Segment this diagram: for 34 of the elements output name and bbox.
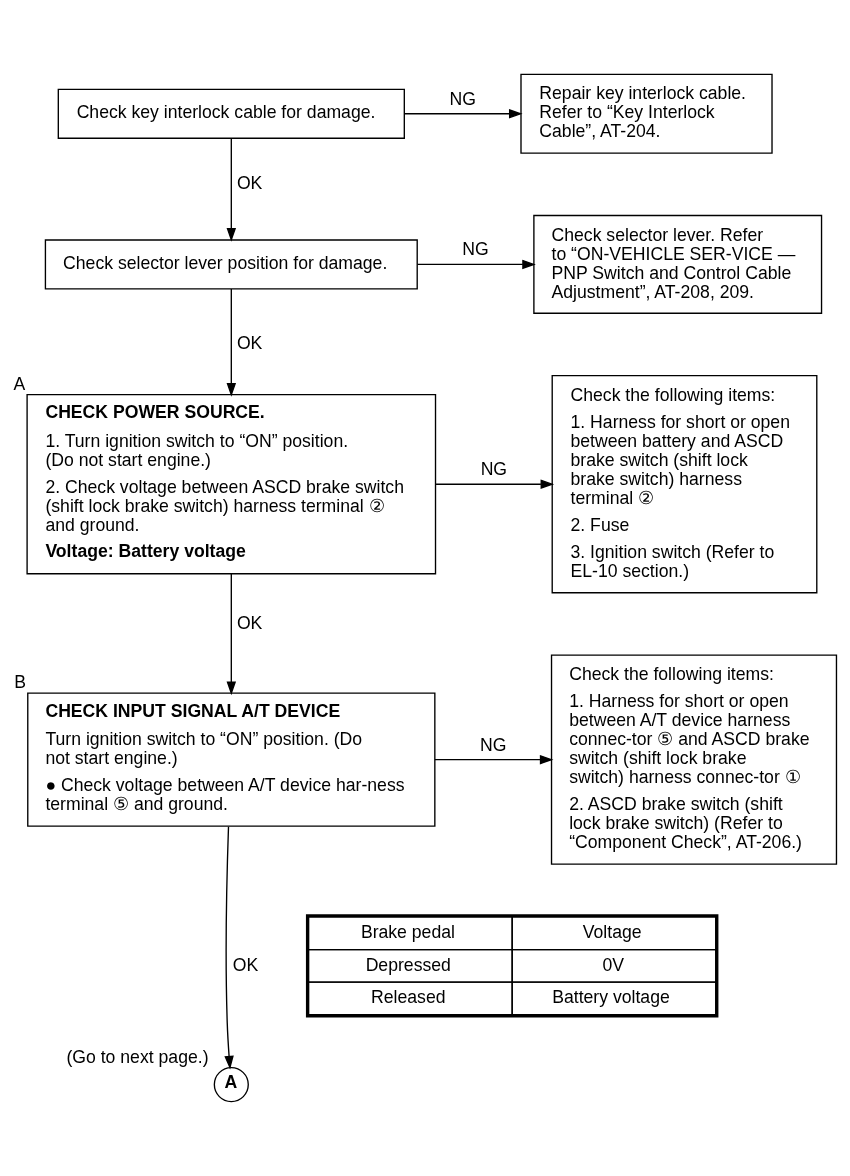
node-box: Check the following items: 1. Harness for short or open between A/T device harness connec-tor ⑤ and ASCD brake switch (shift lock brake switch) harness connec-tor ① 2. ASCD brake switch (shift lock brake switch) (Refer to “Component Check”, AT-206.) — [550, 654, 838, 865]
label: Voltage — [582, 921, 642, 942]
edge-label: OK — [232, 954, 259, 975]
edge-label: NG — [449, 88, 476, 109]
node-box: CHECK INPUT SIGNAL A/T DEVICE Turn ignition switch to “ON” position. (Do not start engine.) ● Check voltage between A/T device har-ness terminal ⑤ and ground. — [27, 692, 436, 827]
edge-label: OK — [236, 172, 263, 193]
node-label: A — [13, 373, 26, 394]
arrow — [416, 259, 536, 270]
node-box: Check the following items: 1. Harness for short or open between battery and ASCD brake switch (shift lock brake switch) harness terminal ② 2. Fuse 3. Ignition switch (Refer to EL-10 section.) — [551, 374, 818, 594]
node-label: B — [14, 672, 26, 693]
edge-label: OK — [236, 612, 263, 633]
edge-label: OK — [236, 333, 263, 354]
node-box: CHECK POWER SOURCE. 1. Turn ignition switch to “ON” position. (Do not start engine.) 2. Check voltage between ASCD brake switch (shift lock brake switch) harness terminal ② and ground. Voltage: Battery voltage — [26, 393, 437, 575]
node-circle: A — [213, 1066, 249, 1103]
node-box: Check selector lever. Refer to “ON-VEHICLE SER-VICE — PNP Switch and Control Cable Adjustment”, AT-208, 209. — [533, 214, 823, 314]
edge-label: NG — [480, 459, 508, 480]
arrow — [226, 137, 237, 242]
arrow — [226, 288, 237, 397]
arrow — [435, 479, 555, 489]
label: Depressed — [365, 954, 451, 975]
label: Battery voltage — [552, 987, 670, 1008]
label: Brake pedal — [360, 921, 455, 942]
node-box: Check key interlock cable for damage. — [57, 88, 405, 139]
node-label: (Go to next page.) — [66, 1046, 209, 1067]
node-box: Repair key interlock cable. Refer to “Key Interlock Cable”, AT-204. — [520, 73, 773, 154]
arrow — [403, 109, 523, 119]
node-box: Check selector lever position for damage. — [44, 239, 418, 290]
label: 0V — [602, 954, 624, 975]
edge-label: NG — [462, 239, 489, 260]
arrow — [434, 754, 554, 765]
label: Released — [371, 987, 446, 1008]
arrow — [226, 573, 237, 696]
edge-label: NG — [479, 734, 507, 755]
arrow — [224, 826, 234, 1070]
